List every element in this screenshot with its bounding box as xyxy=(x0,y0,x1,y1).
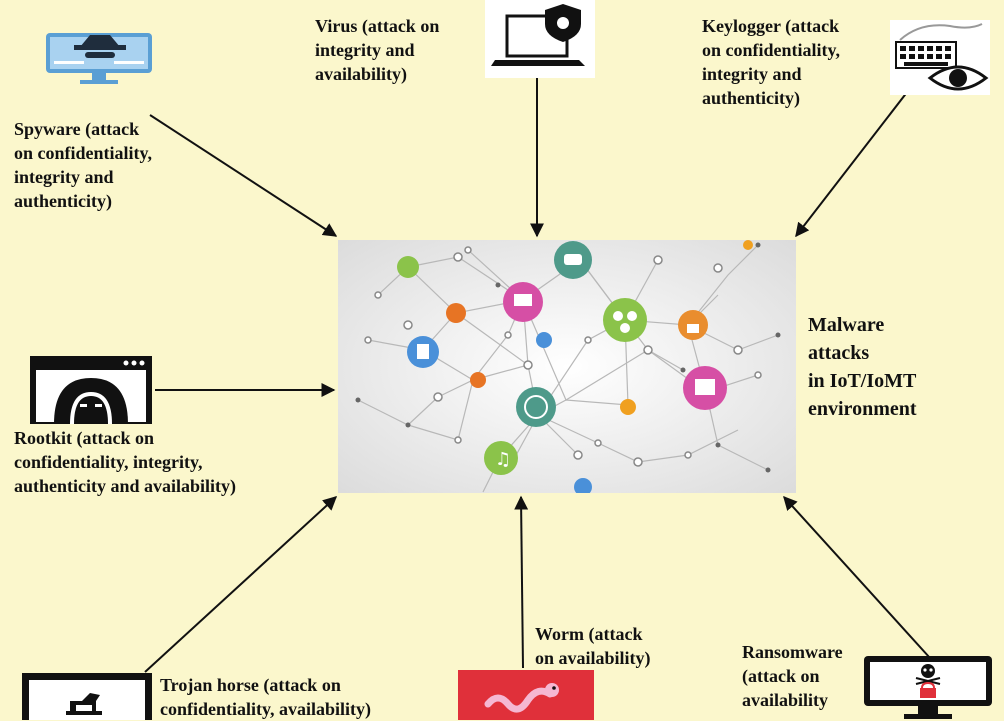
rootkit-label: Rootkit (attack on confidentiality, inte… xyxy=(14,428,237,496)
skull-lock-monitor-icon xyxy=(864,656,992,719)
worm-icon xyxy=(458,670,594,720)
svg-text:♫: ♫ xyxy=(495,449,511,470)
arrow-keylogger xyxy=(795,77,919,238)
worm-label: Worm (attack on availability) xyxy=(535,624,651,668)
keylogger-label: Keylogger (attack on confidentiality, in… xyxy=(702,16,841,108)
spyware-label: Spyware (attack on confidentiality, inte… xyxy=(14,119,153,211)
ransomware-label: Ransomware (attack on availability xyxy=(742,642,843,710)
hooded-hacker-window-icon xyxy=(30,356,152,424)
trojan-horse-icon xyxy=(22,673,152,720)
trojan-label: Trojan horse (attack on confidentiality,… xyxy=(160,675,372,719)
spy-monitor-icon xyxy=(46,33,152,84)
virus-label: Virus (attack on integrity and availabil… xyxy=(315,16,440,84)
keyboard-eye-icon xyxy=(890,20,990,95)
laptop-virus-shield-icon xyxy=(485,0,595,78)
arrow-spyware xyxy=(149,114,338,237)
arrow-worm xyxy=(514,495,529,669)
iot-network-illustration: ♫ xyxy=(338,240,796,493)
center-label: Malware attacks in IoT/IoMT environment xyxy=(808,314,917,420)
arrow-trojan xyxy=(144,496,338,673)
arrow-ransomware xyxy=(783,495,931,659)
